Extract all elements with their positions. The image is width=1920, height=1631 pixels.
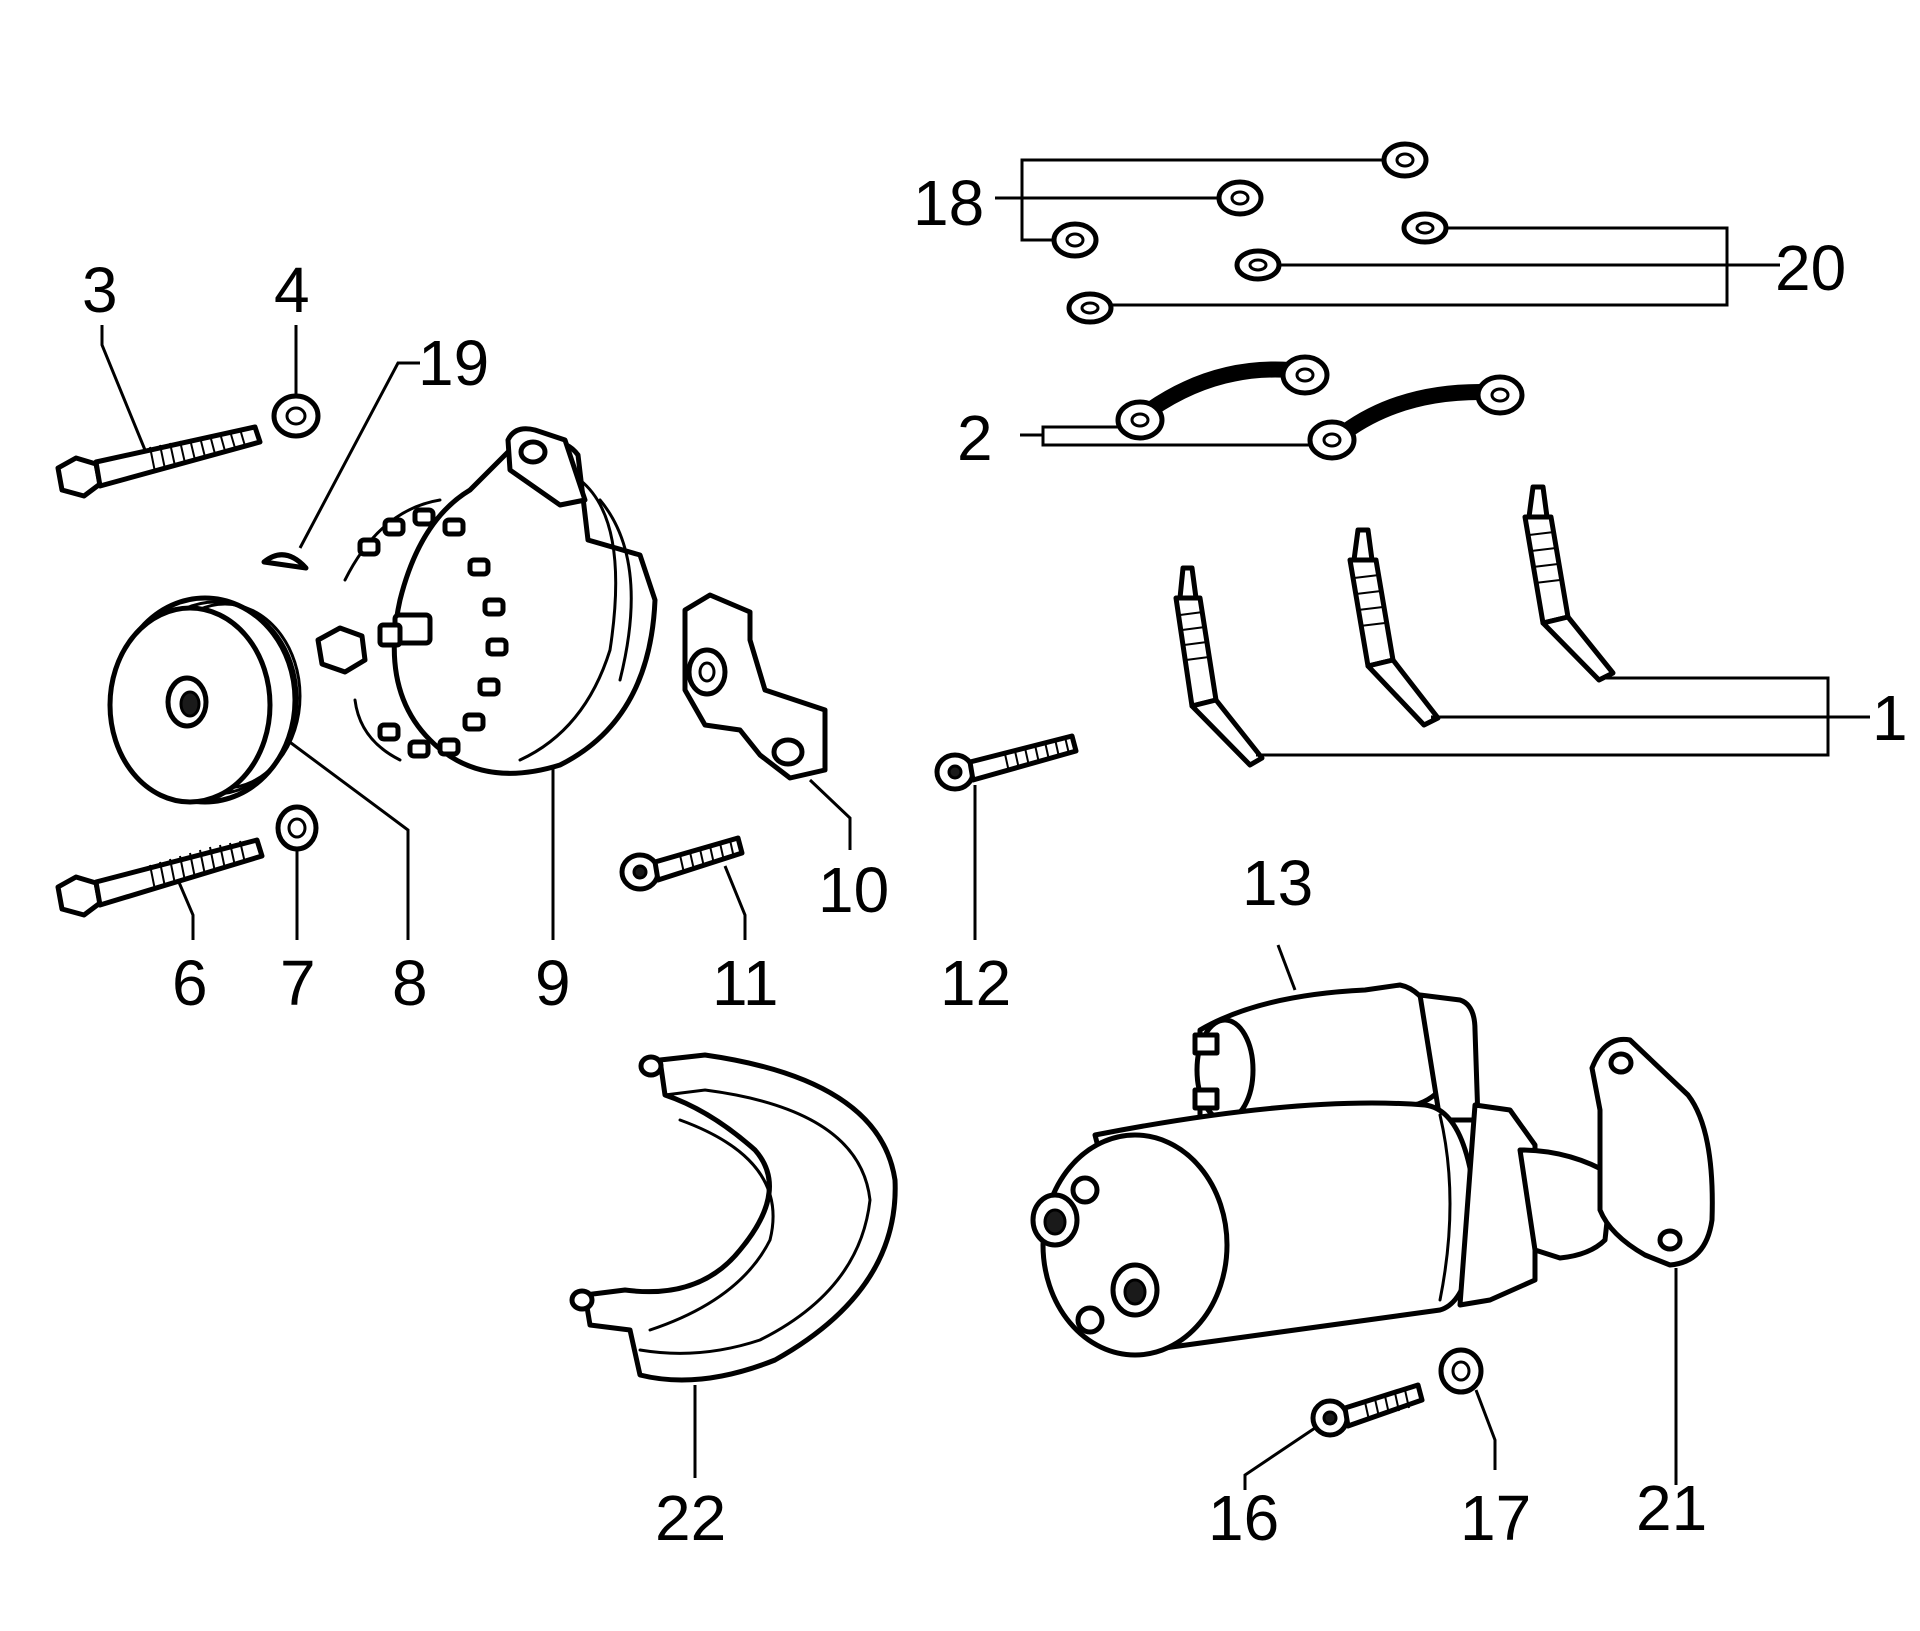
label-10: 10 (818, 854, 889, 926)
nut-part-7 (275, 804, 319, 852)
label-18: 18 (913, 167, 984, 239)
label-8: 8 (392, 947, 428, 1019)
key-part-19 (261, 552, 309, 571)
bolt-part-16 (1310, 1382, 1425, 1438)
nuts-part-18 (1051, 141, 1429, 259)
bolt-part-3 (55, 424, 263, 499)
bolt-part-12 (934, 733, 1079, 792)
label-12: 12 (940, 947, 1011, 1019)
bolt-part-11 (619, 835, 745, 892)
label-13: 13 (1242, 847, 1313, 919)
nut-part-17 (1438, 1347, 1484, 1395)
label-21: 21 (1636, 1472, 1707, 1544)
label-7: 7 (280, 947, 316, 1019)
washers-part-20 (1066, 211, 1449, 325)
nut-part-4 (271, 393, 321, 439)
label-20: 20 (1775, 232, 1846, 304)
reference-labels: 3 4 19 6 7 8 9 10 11 12 13 16 17 21 22 1… (82, 167, 1908, 1554)
label-17: 17 (1460, 1482, 1531, 1554)
bracket-part-10 (682, 592, 828, 781)
pulley-part-8 (107, 595, 302, 805)
label-19: 19 (418, 327, 489, 399)
bolt-part-6 (55, 837, 265, 918)
label-11: 11 (712, 947, 778, 1019)
links-part-2 (1115, 354, 1525, 461)
label-9: 9 (535, 947, 571, 1019)
label-16: 16 (1208, 1482, 1279, 1554)
starter-motor-part-13 (1030, 982, 1715, 1358)
leader-lines (100, 158, 1870, 1490)
label-3: 3 (82, 254, 118, 326)
glow-plugs-part-1 (1173, 484, 1616, 768)
label-6: 6 (172, 947, 208, 1019)
label-1: 1 (1872, 682, 1908, 754)
label-2: 2 (957, 402, 993, 474)
alternator-part-9 (315, 426, 658, 776)
shield-part-22 (569, 1052, 898, 1383)
label-4: 4 (274, 254, 310, 326)
label-22: 22 (655, 1482, 726, 1554)
